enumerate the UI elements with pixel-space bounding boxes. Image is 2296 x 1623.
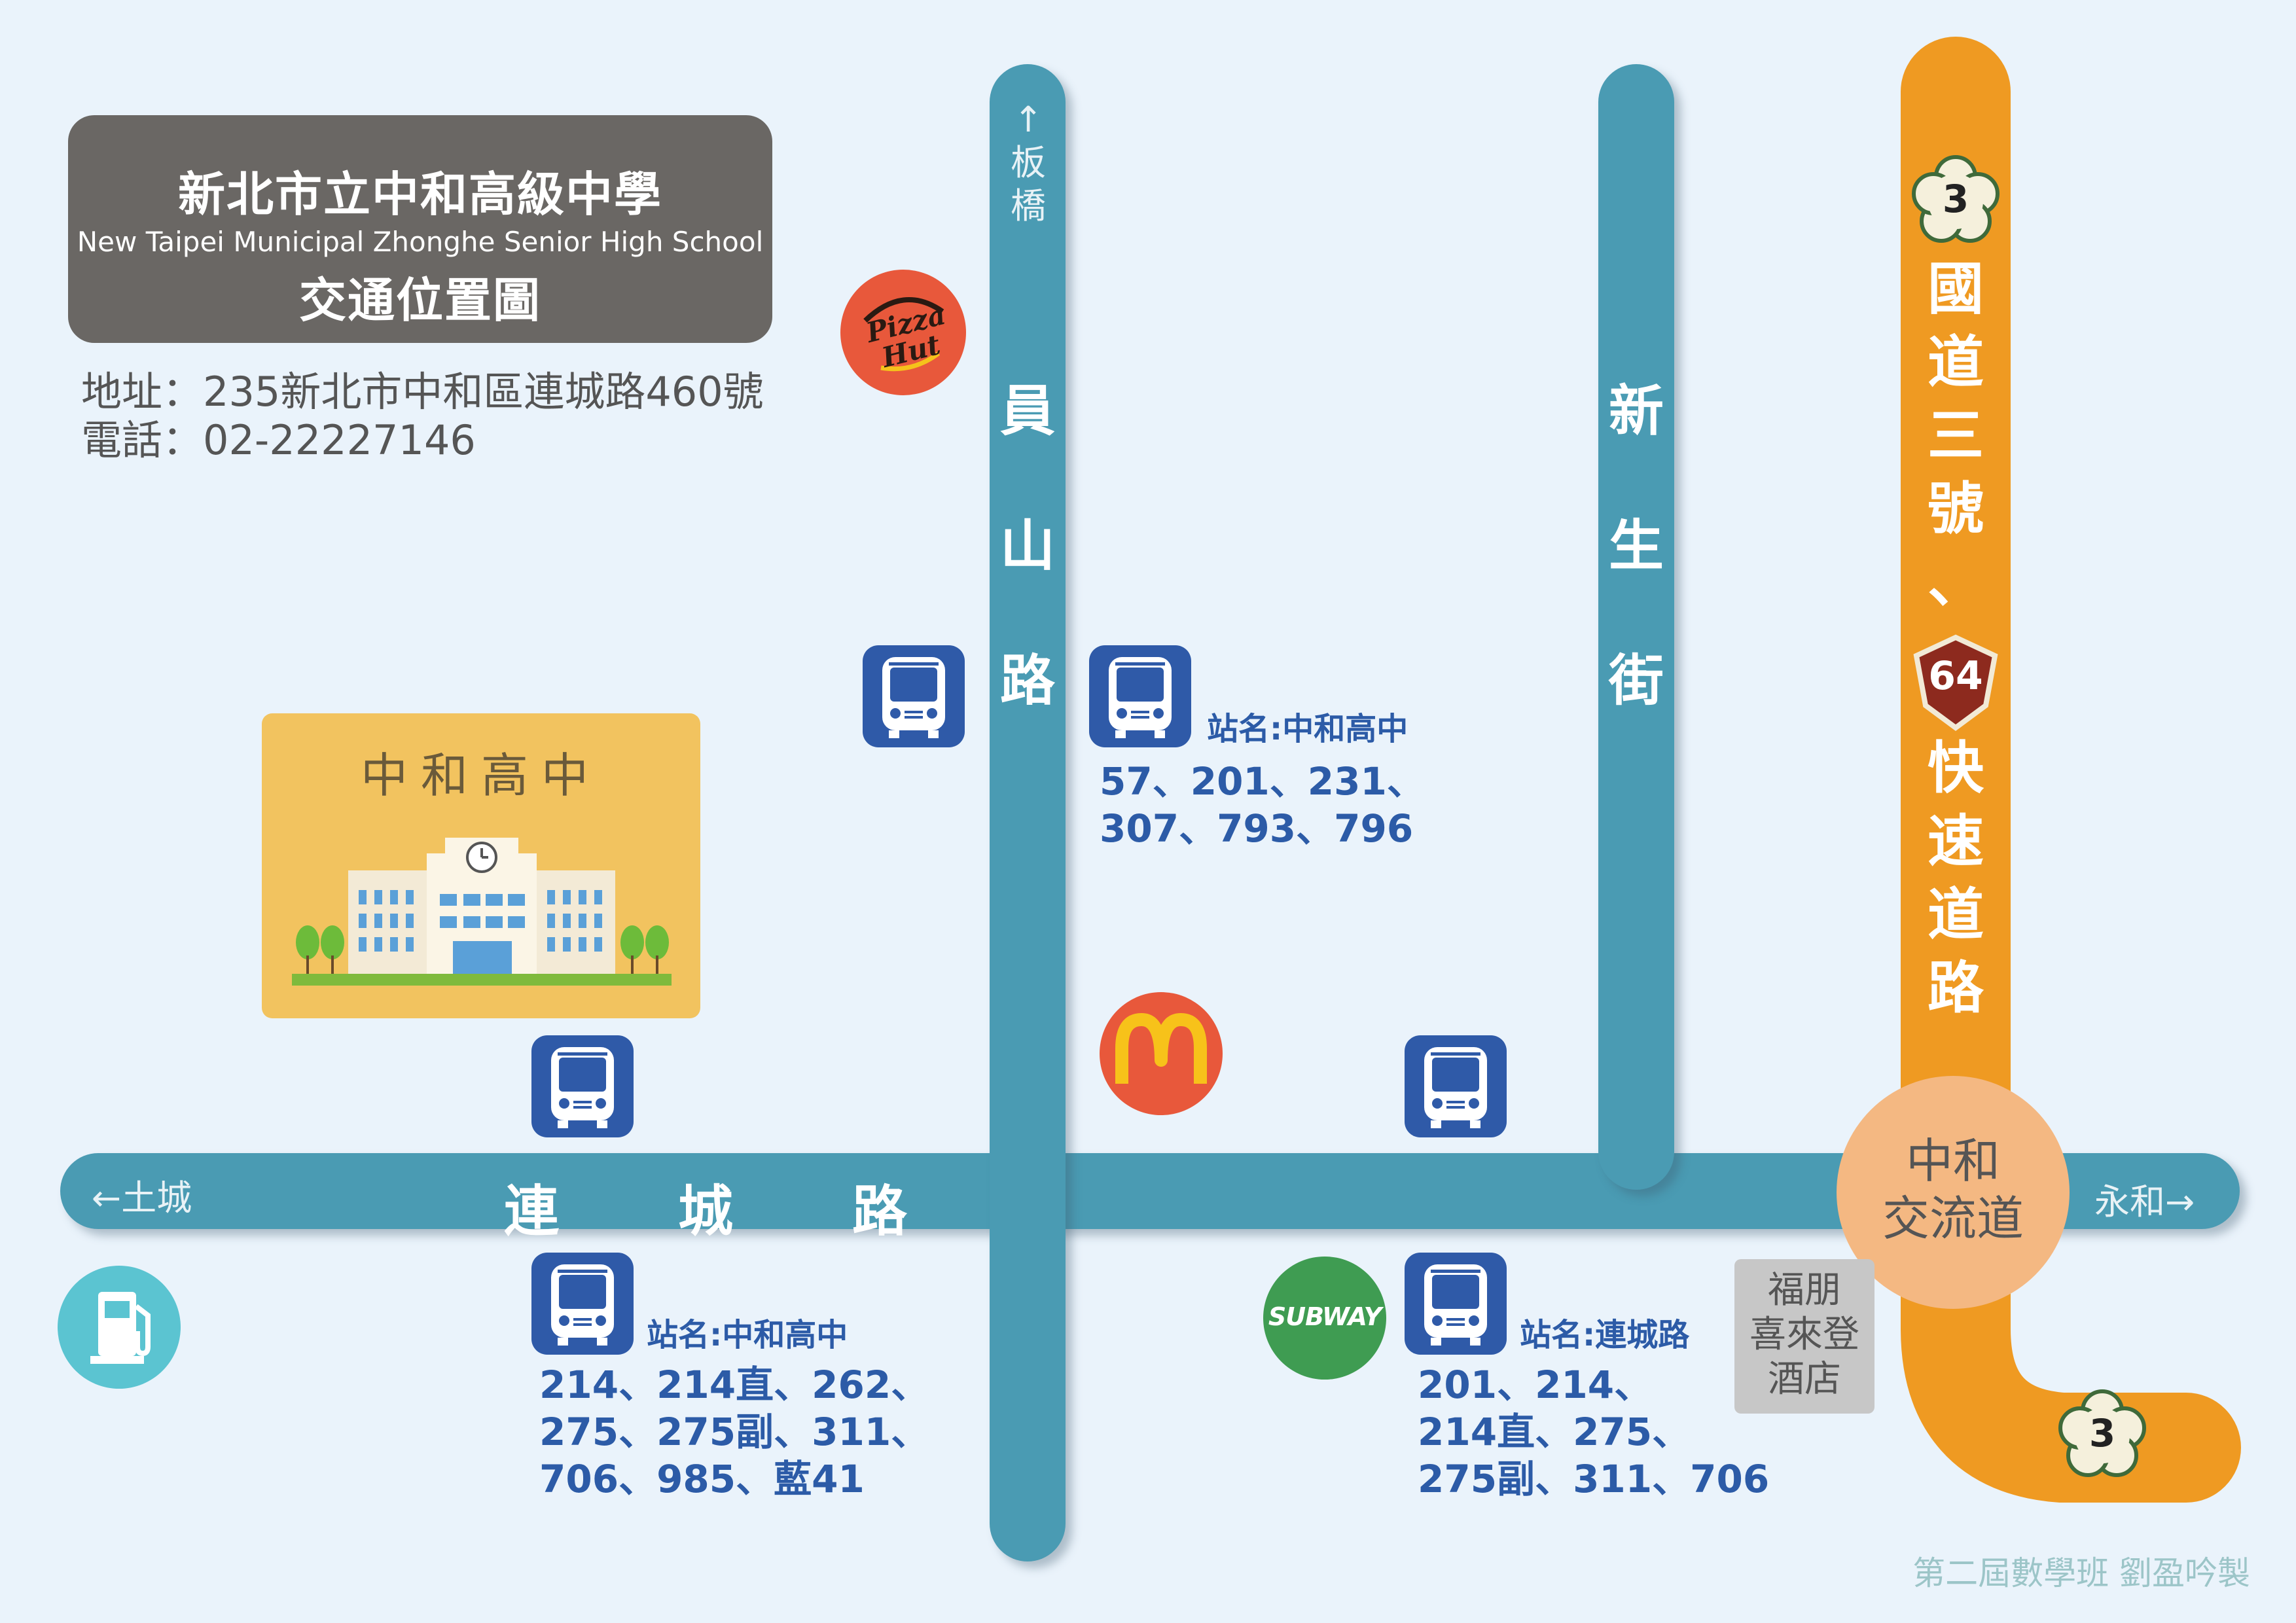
mcdonalds-logo <box>1100 992 1223 1115</box>
map-subtitle: 交通位置圖 <box>298 273 541 328</box>
tucheng-direction: ←土城 <box>92 1177 192 1219</box>
address-text: 地址：235新北市中和區連城路460號 <box>81 368 764 416</box>
bus-stop-icon[interactable] <box>1405 1253 1507 1355</box>
xinsheng-street-label: 新生街 <box>1608 379 1664 713</box>
school-building-icon <box>292 838 672 986</box>
routes-liancheng-east: 201、214、 214直、275、 275副、311、706 <box>1418 1363 1770 1501</box>
banqiao-direction: ↑板橋 <box>1011 99 1046 226</box>
school-name-en: New Taipei Municipal Zhonghe Senior High… <box>77 226 764 258</box>
sheraton-hotel: 福朋 喜來登 酒店 <box>1734 1259 1874 1414</box>
school-box: 中和高中 <box>262 713 700 1018</box>
pizza-hut-logo: Pizza Hut <box>840 270 966 395</box>
yonghe-direction: 永和→ <box>2094 1181 2195 1222</box>
routes-liancheng-south: 214、214直、262、 275、275副、311、 706、985、藍41 <box>539 1363 929 1501</box>
expressway-label: 快速道路 <box>1928 736 1984 1021</box>
bus-stop-icon[interactable] <box>1405 1035 1507 1137</box>
bus-stop-icon[interactable] <box>1089 645 1191 747</box>
zhonghe-interchange: 中和 交流道 <box>1837 1076 2070 1309</box>
yuanshan-road <box>990 64 1066 1561</box>
gas-station-icon <box>58 1266 181 1389</box>
expressway-64-shield-icon: 64 <box>1912 633 1999 732</box>
phone-text: 電話：02-22227146 <box>81 416 476 464</box>
stop-name-yuanshan: 站名:中和高中 <box>1207 711 1408 747</box>
stop-name-liancheng-south: 站名:中和高中 <box>647 1317 848 1353</box>
freeway-label: 國道三號、 <box>1928 257 1984 615</box>
yuanshan-road-label: 員山路 <box>999 379 1055 713</box>
title-box: 新北市立中和高級中學 New Taipei Municipal Zhonghe … <box>68 115 772 343</box>
school-name-zh: 新北市立中和高級中學 <box>177 167 662 222</box>
national-freeway-3-shield-icon: 3 <box>1910 154 2001 246</box>
xinsheng-street <box>1598 64 1674 1190</box>
bus-stop-icon[interactable] <box>863 645 965 747</box>
national-freeway-3-shield-icon-2: 3 <box>2056 1389 2148 1480</box>
school-label: 中和高中 <box>360 748 601 803</box>
bus-stop-icon[interactable] <box>531 1253 634 1355</box>
stop-name-liancheng-east: 站名:連城路 <box>1520 1317 1690 1353</box>
routes-yuanshan: 57、201、231、 307、793、796 <box>1100 759 1425 851</box>
credit-text: 第二屆數學班 劉盈吟製 <box>1912 1554 2250 1592</box>
bus-stop-icon[interactable] <box>531 1035 634 1137</box>
subway-logo: SUBWAY <box>1263 1257 1386 1380</box>
